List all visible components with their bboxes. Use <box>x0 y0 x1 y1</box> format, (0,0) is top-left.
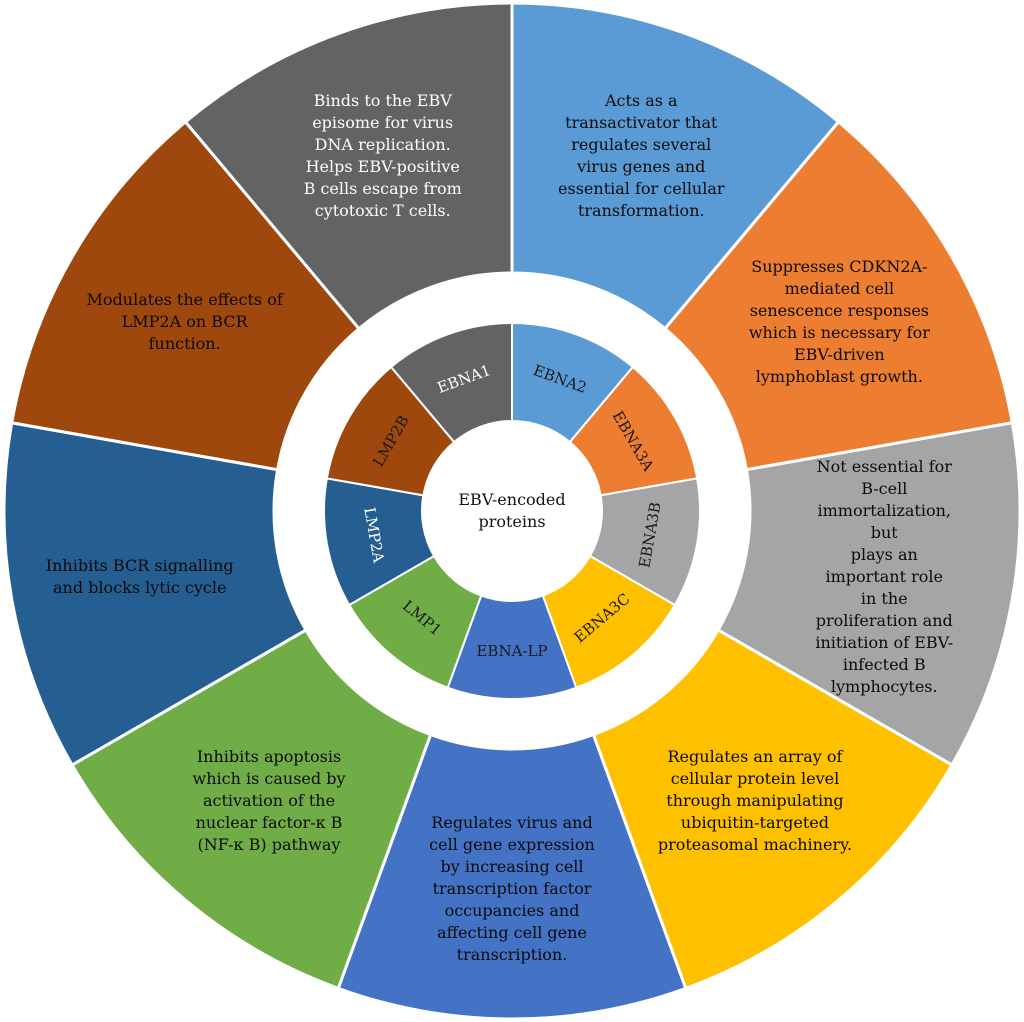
description-line: Acts as a <box>604 90 678 110</box>
outer-sector-ebna3b <box>716 421 1022 768</box>
description-line: EBV-driven <box>793 345 885 364</box>
description-line: (NF-κ B) pathway <box>197 834 341 854</box>
description-lmp2b: Modulates the effects of LMP2A on BCR func… <box>87 289 283 355</box>
outer-sector-ebna3a <box>662 119 1015 472</box>
description-line: senescence responses <box>749 301 929 320</box>
center-label-line1: EBV-encoded <box>458 490 566 509</box>
description-line: Not essential for B-cell <box>816 456 952 498</box>
description-line: through manipulating <box>666 790 844 810</box>
center-label-line2: proteins <box>478 512 546 531</box>
outer-sector-ebna3c <box>591 627 954 991</box>
center-label: EBV-encoded proteins <box>458 489 565 533</box>
description-line: transcription. <box>456 945 568 964</box>
description-line: cytotoxic T cells. <box>314 200 451 220</box>
description-line: initiation of EBV- <box>815 632 954 652</box>
description-line: Modulates the effects of <box>86 290 283 309</box>
description-line: plays an important role <box>825 544 943 586</box>
description-line: function. <box>148 334 221 353</box>
description-line: regulates several <box>571 134 712 154</box>
description-line: cell gene expression <box>429 835 595 854</box>
outer-sector-ebna1 <box>183 1 514 331</box>
description-line: cellular protein level <box>670 768 840 788</box>
description-line: occupancies and <box>444 901 580 920</box>
description-line: lymphoblast growth. <box>755 367 923 386</box>
outer-sector-lmp1 <box>70 627 433 991</box>
outer-sector-lmp2b <box>9 119 362 472</box>
description-line: Helps EBV-positive <box>305 156 460 176</box>
description-line: mediated cell <box>784 279 895 298</box>
description-line: episome for virus <box>312 112 454 132</box>
description-ebna-lp: Regulates virus and cell gene expression b… <box>429 812 595 966</box>
description-line: virus genes and <box>577 156 706 176</box>
center-circle <box>422 421 602 601</box>
description-line: transformation. <box>577 200 705 220</box>
description-line: which is necessary for <box>748 323 930 342</box>
description-line: immortalization, but <box>817 500 951 542</box>
description-line: Regulates an array of <box>667 746 843 766</box>
protein-label-ebna-lp: EBNA-LP <box>476 642 548 660</box>
outer-sector-ebna2 <box>510 1 841 331</box>
description-line: essential for cellular <box>558 178 725 198</box>
description-line: in the proliferation and <box>815 588 953 630</box>
description-line: and blocks lytic cycle <box>53 577 227 597</box>
description-line: ubiquitin-targeted <box>680 812 829 832</box>
description-ebna3a: Suppresses CDKN2A-mediated cell senescenc… <box>749 256 930 388</box>
outer-sector-lmp2a <box>2 421 308 768</box>
outer-sector-ebna-lp <box>336 732 688 1021</box>
description-line: by increasing cell <box>440 857 584 876</box>
description-line: Suppresses CDKN2A- <box>751 257 928 276</box>
description-line: affecting cell gene <box>437 923 587 942</box>
description-line: proteasomal machinery. <box>657 834 853 854</box>
description-line: activation of the <box>202 790 336 810</box>
description-line: transcription factor <box>432 879 592 898</box>
description-line: Regulates virus and <box>431 813 593 832</box>
description-line: which is caused by <box>192 768 346 788</box>
description-line: LMP2A on BCR <box>121 312 248 331</box>
description-line: transactivator that <box>565 112 718 132</box>
description-line: DNA replication. <box>314 134 451 154</box>
description-line: nuclear factor-κ B <box>195 812 343 832</box>
description-line: Inhibits apoptosis <box>196 746 342 766</box>
description-line: infected B lymphocytes. <box>830 654 938 696</box>
description-line: B cells escape from <box>303 178 462 198</box>
description-line: Inhibits BCR signalling <box>45 555 234 575</box>
description-line: Binds to the EBV <box>313 90 452 110</box>
